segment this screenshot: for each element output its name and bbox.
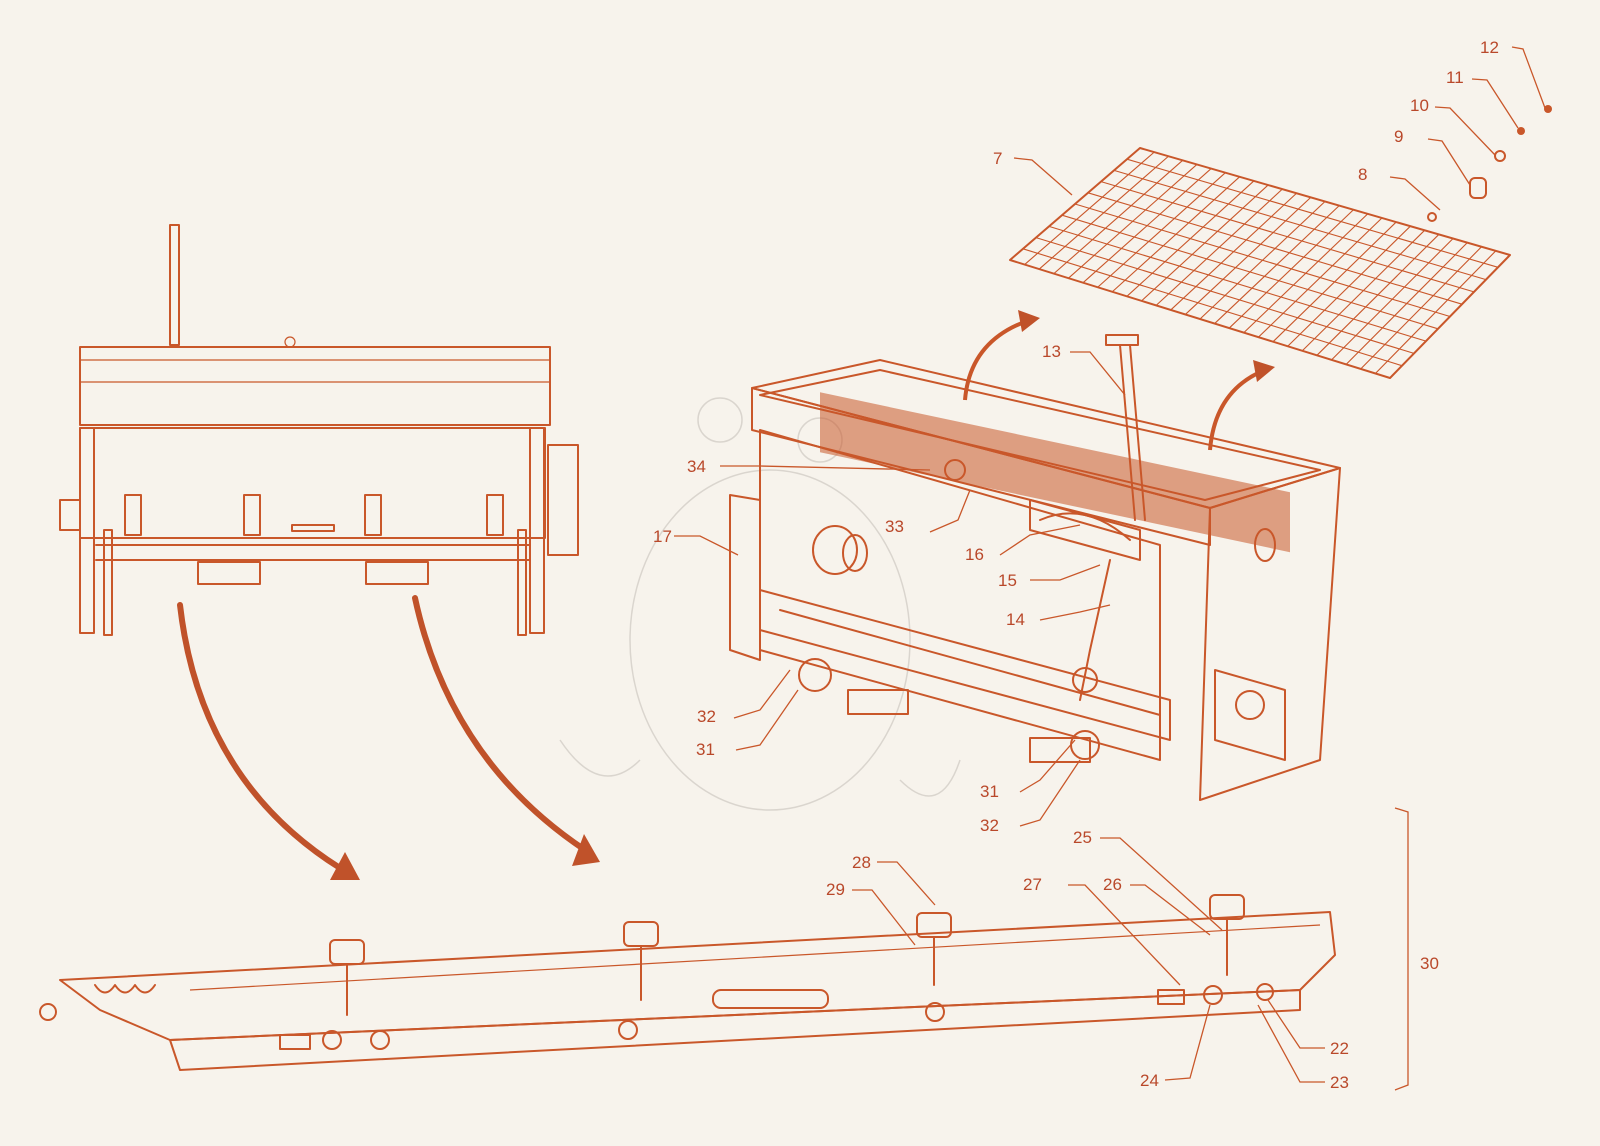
label-10: 10 — [1410, 96, 1429, 115]
latch-row — [124, 494, 504, 536]
label-32-right: 32 — [980, 816, 999, 835]
part-labels: 7 8 9 10 11 12 13 14 15 16 17 22 23 24 2… — [653, 38, 1499, 1092]
assembly-arrows — [177, 310, 1275, 880]
front-view-assembly — [59, 224, 579, 636]
label-12: 12 — [1480, 38, 1499, 57]
label-31-right: 31 — [980, 782, 999, 801]
label-27: 27 — [1023, 875, 1042, 894]
hopper-assembly — [729, 334, 1341, 801]
dispenser-bar-assembly — [39, 894, 1336, 1071]
label-24: 24 — [1140, 1071, 1159, 1090]
label-23: 23 — [1330, 1073, 1349, 1092]
label-22: 22 — [1330, 1039, 1349, 1058]
label-31-left: 31 — [696, 740, 715, 759]
label-16: 16 — [965, 545, 984, 564]
label-7: 7 — [993, 149, 1002, 168]
label-11: 11 — [1446, 68, 1464, 87]
label-15: 15 — [998, 571, 1017, 590]
label-8: 8 — [1358, 165, 1367, 184]
label-9: 9 — [1394, 127, 1403, 146]
knob-2 — [618, 921, 659, 1040]
label-33: 33 — [885, 517, 904, 536]
label-30: 30 — [1420, 954, 1439, 973]
label-26: 26 — [1103, 875, 1122, 894]
fastener-stack — [1427, 105, 1552, 222]
label-17: 17 — [653, 527, 672, 546]
label-32-left: 32 — [697, 707, 716, 726]
label-28: 28 — [852, 853, 871, 872]
label-34: 34 — [687, 457, 706, 476]
label-13: 13 — [1042, 342, 1061, 361]
watermark — [559, 397, 961, 811]
grate-screen — [1009, 147, 1511, 379]
knob-3 — [916, 912, 952, 1022]
label-14: 14 — [1006, 610, 1025, 629]
knob-1 — [279, 939, 390, 1050]
label-25: 25 — [1073, 828, 1092, 847]
label-29: 29 — [826, 880, 845, 899]
knob-4 — [1157, 894, 1274, 1005]
leader-lines — [674, 46, 1546, 1091]
